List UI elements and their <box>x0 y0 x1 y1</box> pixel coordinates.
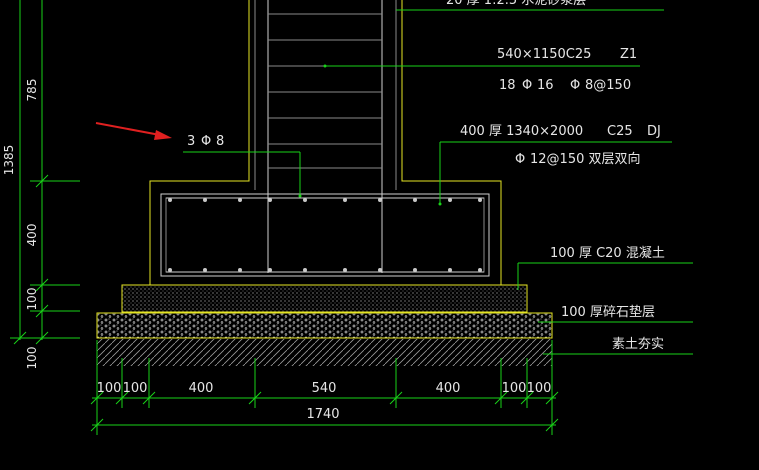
rebar-dot <box>238 198 242 202</box>
dim-100-c: 100 <box>502 381 527 396</box>
label-soil: 素土夯实 <box>612 337 664 352</box>
label-column-stirrup: 8@150 <box>585 78 631 93</box>
rebar-dot <box>448 268 452 272</box>
vertical-dimension-chain <box>10 0 80 345</box>
rebar-dot <box>268 268 272 272</box>
rebar-symbol-main: Φ <box>522 78 532 93</box>
rebar-dot <box>168 198 172 202</box>
label-tie-bars-count: 3 <box>187 134 195 149</box>
label-footing-mesh: 12@150 双层双向 <box>530 151 641 167</box>
dim-100-d: 100 <box>527 381 552 396</box>
concrete-cushion-layer <box>121 284 528 313</box>
horizontal-dimension-chain <box>90 340 559 435</box>
rebar-dot <box>413 268 417 272</box>
rebar-dot <box>303 268 307 272</box>
rebar-dot <box>378 268 382 272</box>
rebar-dot <box>343 198 347 202</box>
rebar-symbol-stirrup: Φ <box>570 78 580 93</box>
rebar-dot <box>343 268 347 272</box>
label-tie-bars-dia: 8 <box>216 134 224 149</box>
rebar-dot <box>303 198 307 202</box>
footing <box>160 193 490 277</box>
vertical-dim-400: 400 <box>25 224 39 247</box>
rebar-dot <box>478 268 482 272</box>
rebar-dot <box>448 198 452 202</box>
label-footing-tag: DJ <box>647 124 661 139</box>
label-column-bars-dia: 16 <box>537 78 554 93</box>
dim-400-a: 400 <box>189 381 214 396</box>
rebar-dot <box>203 198 207 202</box>
label-concrete-cushion: 100 厚 C20 混凝土 <box>550 245 665 261</box>
rebar-symbol-mesh: Φ <box>515 152 525 167</box>
column-outline <box>149 0 502 285</box>
vertical-dim-785: 785 <box>25 79 39 102</box>
column-stirrups <box>268 13 382 169</box>
dim-400-b: 400 <box>436 381 461 396</box>
rebar-dot <box>168 268 172 272</box>
label-column-size: 540×1150C25 <box>497 47 591 62</box>
rebar-dot <box>268 198 272 202</box>
rebar-symbol-tie: Φ <box>201 134 211 149</box>
gravel-cushion-layer <box>96 312 553 339</box>
dim-540: 540 <box>312 381 337 396</box>
dim-100-b: 100 <box>123 381 148 396</box>
rebar-dot <box>478 198 482 202</box>
footing-rebar-dots <box>168 198 482 272</box>
rebar-dot <box>203 268 207 272</box>
red-arrow <box>95 122 172 140</box>
vertical-dim-100-b: 100 <box>25 347 39 370</box>
label-gravel-cushion: 100 厚碎石垫层 <box>561 304 655 320</box>
label-footing-size: 400 厚 1340×2000 <box>460 124 583 139</box>
label-footing-grade: C25 <box>607 124 633 139</box>
dim-total-1740: 1740 <box>306 407 339 422</box>
vertical-dim-1385: 1385 <box>2 145 16 176</box>
rebar-dot <box>413 198 417 202</box>
dim-100-a: 100 <box>97 381 122 396</box>
compacted-soil-layer <box>97 339 552 366</box>
rebar-dot <box>378 198 382 202</box>
label-column-tag: Z1 <box>620 47 637 62</box>
leader-lines <box>183 9 693 355</box>
label-top-cut: 20 厚 1:2.5 水泥砂浆层 <box>446 0 586 8</box>
vertical-dim-100-a: 100 <box>25 288 39 311</box>
rebar-dot <box>238 268 242 272</box>
label-column-bars-count: 18 <box>499 78 516 93</box>
